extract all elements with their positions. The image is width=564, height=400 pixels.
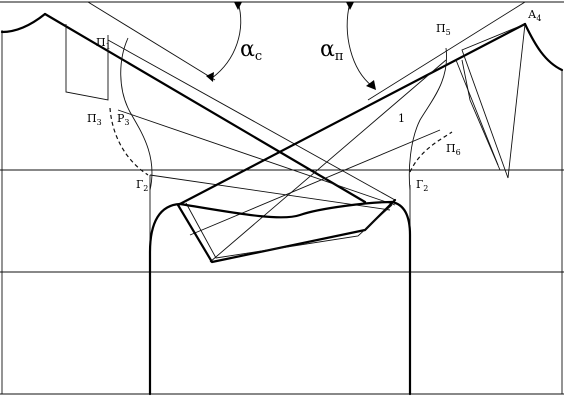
front-arc-arrow-bottom bbox=[366, 80, 376, 90]
label-one: 1 bbox=[398, 112, 405, 125]
back-armhole-guide-2 bbox=[117, 109, 396, 206]
front-dart-guide bbox=[455, 59, 499, 166]
label-p5: П5 bbox=[436, 22, 451, 37]
back-arc-arrow-bottom bbox=[206, 72, 214, 82]
front-dart bbox=[461, 23, 526, 179]
front-piece bbox=[176, 1, 563, 394]
back-shoulder-line bbox=[43, 12, 367, 204]
label-g2-left: Г2 bbox=[136, 178, 148, 193]
back-sleeve-head bbox=[176, 198, 397, 264]
front-arc-arrow-top bbox=[346, 2, 354, 10]
front-armhole-guide-1 bbox=[209, 59, 447, 263]
back-armhole-dashed bbox=[109, 107, 149, 176]
label-p1: П1 bbox=[96, 36, 111, 51]
label-alpha-front: αп bbox=[320, 37, 344, 64]
front-neckline bbox=[524, 23, 563, 71]
angle-arcs bbox=[206, 1, 376, 90]
label-alpha-back: αс bbox=[240, 37, 262, 64]
back-armhole-curve bbox=[120, 37, 153, 191]
label-p6: П6 bbox=[446, 142, 461, 157]
sleeve-heads bbox=[0, 12, 564, 396]
back-angle-arc bbox=[211, 1, 242, 79]
label-g2-right: Г2 bbox=[416, 178, 428, 193]
back-armhole-guide-1 bbox=[107, 39, 396, 201]
back-neckline bbox=[1, 13, 46, 33]
front-dart-inner bbox=[461, 59, 501, 171]
front-armhole-guide-2 bbox=[189, 129, 441, 236]
front-sleeve-head bbox=[185, 202, 393, 259]
back-dart bbox=[65, 24, 109, 101]
back-neck-thick bbox=[0, 12, 47, 34]
front-neck-thick bbox=[523, 22, 564, 72]
label-a4: А4 bbox=[528, 8, 541, 23]
label-r3: Р3 bbox=[117, 112, 130, 127]
label-p3: П3 bbox=[87, 112, 102, 127]
back-angle-ray bbox=[87, 1, 216, 81]
sleeve-cap-top bbox=[178, 200, 394, 219]
back-arc-arrow-top bbox=[234, 2, 242, 10]
front-armhole-curve bbox=[408, 47, 448, 191]
front-angle-arc bbox=[346, 1, 373, 87]
underarm-back bbox=[148, 202, 182, 396]
front-shoulder-line bbox=[176, 22, 527, 207]
underarm-front bbox=[390, 200, 412, 396]
